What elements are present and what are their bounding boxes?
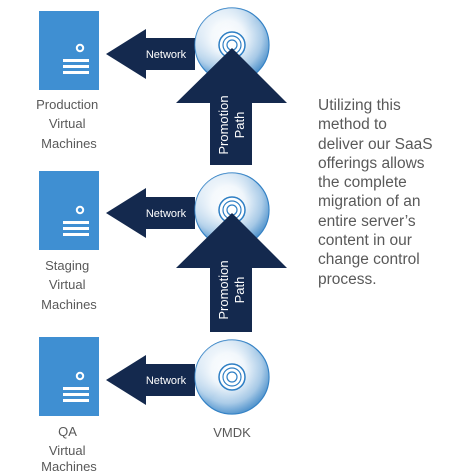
- promotion-label-line: Promotion: [216, 260, 231, 319]
- description-line: entire server’s: [318, 212, 416, 230]
- server-label-line: Virtual: [49, 277, 86, 292]
- server-label-line: Staging: [45, 258, 89, 273]
- promotion-label-line: Promotion: [216, 95, 231, 154]
- description-text: Utilizing this method to deliver our Saa…: [318, 96, 470, 289]
- svg-text:Production Virtual Mac: Production Virtual Machines: [36, 97, 102, 151]
- disc-icon: [194, 339, 270, 415]
- server-label-line: Machines: [41, 136, 97, 151]
- description-line: method to: [318, 116, 387, 134]
- server-icon: [39, 171, 99, 250]
- description-line: offerings allows: [318, 154, 425, 172]
- network-label: Network: [146, 49, 187, 61]
- server-label-line: QA: [58, 424, 77, 439]
- disc-icon: [194, 172, 270, 248]
- network-arrow-icon: Network: [106, 355, 195, 405]
- svg-text:QA Virtual Machines: QA Virtual Machines: [41, 424, 97, 474]
- server-label-line: Virtual: [49, 443, 86, 458]
- server-label-line: Production: [36, 97, 98, 112]
- network-arrow-icon: Network: [106, 188, 195, 238]
- description-line: change control: [318, 251, 420, 269]
- description-line: process.: [318, 270, 377, 288]
- server-label-line: Machines: [41, 297, 97, 312]
- promotion-label-line: Path: [232, 112, 247, 139]
- description-line: Utilizing this: [318, 97, 401, 114]
- promotion-label-line: Path: [232, 277, 247, 304]
- description-line: content in our: [318, 232, 412, 250]
- description-line: deliver our SaaS: [318, 135, 433, 153]
- server-label-line: Machines: [41, 459, 97, 474]
- network-label: Network: [146, 208, 187, 220]
- server-label-line: Virtual: [49, 116, 86, 131]
- svg-text:Staging Virtual Machin: Staging Virtual Machines: [41, 258, 97, 312]
- promotion-arrow-icon: Promotion Path: [176, 213, 287, 332]
- network-arrow-icon: Network: [106, 29, 195, 79]
- disk-label: VMDK: [213, 425, 251, 440]
- disc-icon: [194, 7, 270, 83]
- description-line: the complete: [318, 174, 407, 192]
- server-icon: [39, 337, 99, 416]
- description-line: migration of an: [318, 193, 421, 211]
- promotion-arrow-icon: Promotion Path: [176, 48, 287, 165]
- server-icon: [39, 11, 99, 90]
- network-label: Network: [146, 375, 187, 387]
